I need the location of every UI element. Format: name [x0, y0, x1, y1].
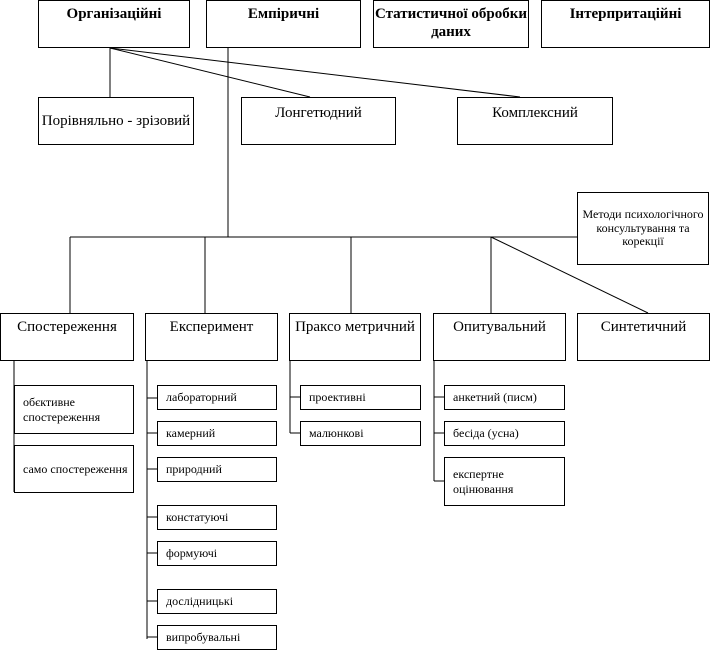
node-expert-assessment: експертне оцінювання — [444, 457, 565, 506]
connector-to-synthetic — [490, 236, 649, 314]
node-ascertaining: констатуючі — [157, 505, 277, 530]
node-comparative-cross-sectional: Порівняльно - зрізовий — [38, 97, 194, 145]
node-empirical: Емпіричні — [206, 0, 361, 48]
connector-org-to-longitudinal — [109, 47, 311, 98]
node-formative: формуючі — [157, 541, 277, 566]
node-interpretational: Інтерпритаційні — [541, 0, 710, 48]
node-organizational: Організаційні — [38, 0, 190, 48]
node-research: дослідницькі — [157, 589, 277, 614]
node-objective-observation: обєктивне спостереження — [14, 385, 134, 434]
node-counseling-methods: Методи психологічного консультування та … — [577, 192, 709, 265]
node-testing: випробувальні — [157, 625, 277, 650]
node-complex: Комплексний — [457, 97, 613, 145]
node-survey: Опитувальний — [433, 313, 566, 361]
node-self-observation: само спостереження — [14, 445, 134, 493]
node-conversation: бесіда (усна) — [444, 421, 565, 446]
node-drawing: малюнкові — [300, 421, 421, 446]
node-experiment: Експеримент — [145, 313, 278, 361]
node-natural: природний — [157, 457, 277, 482]
node-projective: проективні — [300, 385, 421, 410]
connector-org-to-complex — [109, 47, 521, 98]
node-laboratory: лабораторний — [157, 385, 277, 410]
node-questionnaire: анкетний (писм) — [444, 385, 565, 410]
node-chamber: камерний — [157, 421, 277, 446]
node-longitudinal: Лонгетюдний — [241, 97, 396, 145]
node-synthetic: Синтетичний — [577, 313, 710, 361]
node-observation: Спостереження — [0, 313, 134, 361]
node-statistical-processing: Статистичної обробки даних — [373, 0, 529, 48]
node-praxometric: Праксо метричний — [289, 313, 421, 361]
